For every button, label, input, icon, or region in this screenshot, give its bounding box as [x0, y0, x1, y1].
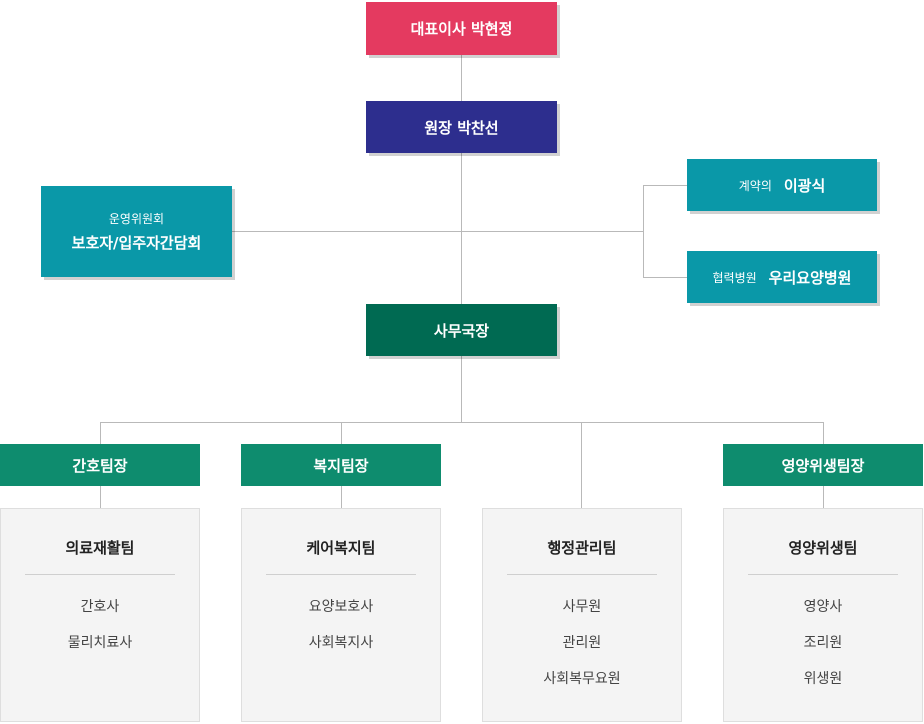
partner-hospital-box: 협력병원 우리요양병원 — [687, 251, 877, 303]
partner-hospital-sub-label: 협력병원 — [712, 270, 757, 285]
team-card-care-welfare: 케어복지팀 요양보호사 사회복지사 — [241, 508, 441, 722]
team-title: 케어복지팀 — [306, 539, 376, 557]
team-lead-nursing: 간호팀장 — [0, 444, 200, 486]
connector-admin-team — [581, 422, 582, 508]
director-label: 원장 박찬선 — [424, 118, 499, 137]
team-lead-label: 영양위생팀장 — [781, 456, 865, 475]
connector-ceo-director — [461, 55, 462, 101]
connector-teams-horizontal — [100, 422, 823, 423]
team-divider — [507, 574, 657, 575]
connector-director-office — [461, 153, 462, 304]
connector-lead-2 — [341, 422, 342, 444]
contract-doctor-sub-label: 계약의 — [738, 178, 772, 193]
team-member: 위생원 — [803, 671, 843, 687]
connector-contract — [643, 185, 687, 186]
connector-lead-team-1 — [100, 486, 101, 508]
team-divider — [748, 574, 898, 575]
team-member: 사회복무요원 — [543, 671, 621, 687]
team-member: 사무원 — [562, 599, 602, 615]
team-member: 물리치료사 — [67, 635, 133, 651]
team-divider — [25, 574, 175, 575]
office-director-box: 사무국장 — [366, 304, 557, 356]
connector-hospital — [643, 277, 687, 278]
team-member: 조리원 — [803, 635, 843, 651]
team-lead-nutrition: 영양위생팀장 — [723, 444, 923, 486]
partner-hospital-name: 우리요양병원 — [768, 268, 852, 287]
office-director-label: 사무국장 — [433, 321, 490, 340]
director-box: 원장 박찬선 — [366, 101, 557, 153]
connector-committee-horizontal — [232, 231, 643, 232]
ceo-box: 대표이사 박현정 — [366, 2, 557, 55]
committee-sub-label: 운영위원회 — [108, 212, 165, 226]
connector-lead-team-3 — [823, 486, 824, 508]
connector-lead-team-2 — [341, 486, 342, 508]
team-lead-label: 복지팀장 — [313, 456, 369, 475]
team-member: 요양보호사 — [308, 599, 374, 615]
team-title: 영양위생팀 — [788, 539, 858, 557]
connector-partner-vertical — [643, 185, 644, 277]
team-title: 행정관리팀 — [547, 539, 617, 557]
contract-doctor-name: 이광식 — [783, 176, 826, 195]
team-divider — [266, 574, 416, 575]
team-card-administration: 행정관리팀 사무원 관리원 사회복무요원 — [482, 508, 682, 722]
team-lead-label: 간호팀장 — [72, 456, 128, 475]
team-member: 사회복지사 — [308, 635, 374, 651]
committee-box: 운영위원회 보호자/입주자간담회 — [41, 186, 232, 277]
team-title: 의료재활팀 — [65, 539, 135, 557]
connector-lead-1 — [100, 422, 101, 444]
ceo-label: 대표이사 박현정 — [410, 20, 513, 38]
connector-lead-3 — [823, 422, 824, 444]
team-member: 간호사 — [80, 599, 120, 615]
team-member: 영양사 — [803, 599, 843, 615]
committee-main-label: 보호자/입주자간담회 — [71, 234, 202, 252]
team-card-nutrition-hygiene: 영양위생팀 영양사 조리원 위생원 — [723, 508, 923, 722]
team-member: 관리원 — [562, 635, 602, 651]
connector-office-down — [461, 356, 462, 422]
team-card-medical-rehab: 의료재활팀 간호사 물리치료사 — [0, 508, 200, 722]
contract-doctor-box: 계약의 이광식 — [687, 159, 877, 211]
team-lead-welfare: 복지팀장 — [241, 444, 441, 486]
